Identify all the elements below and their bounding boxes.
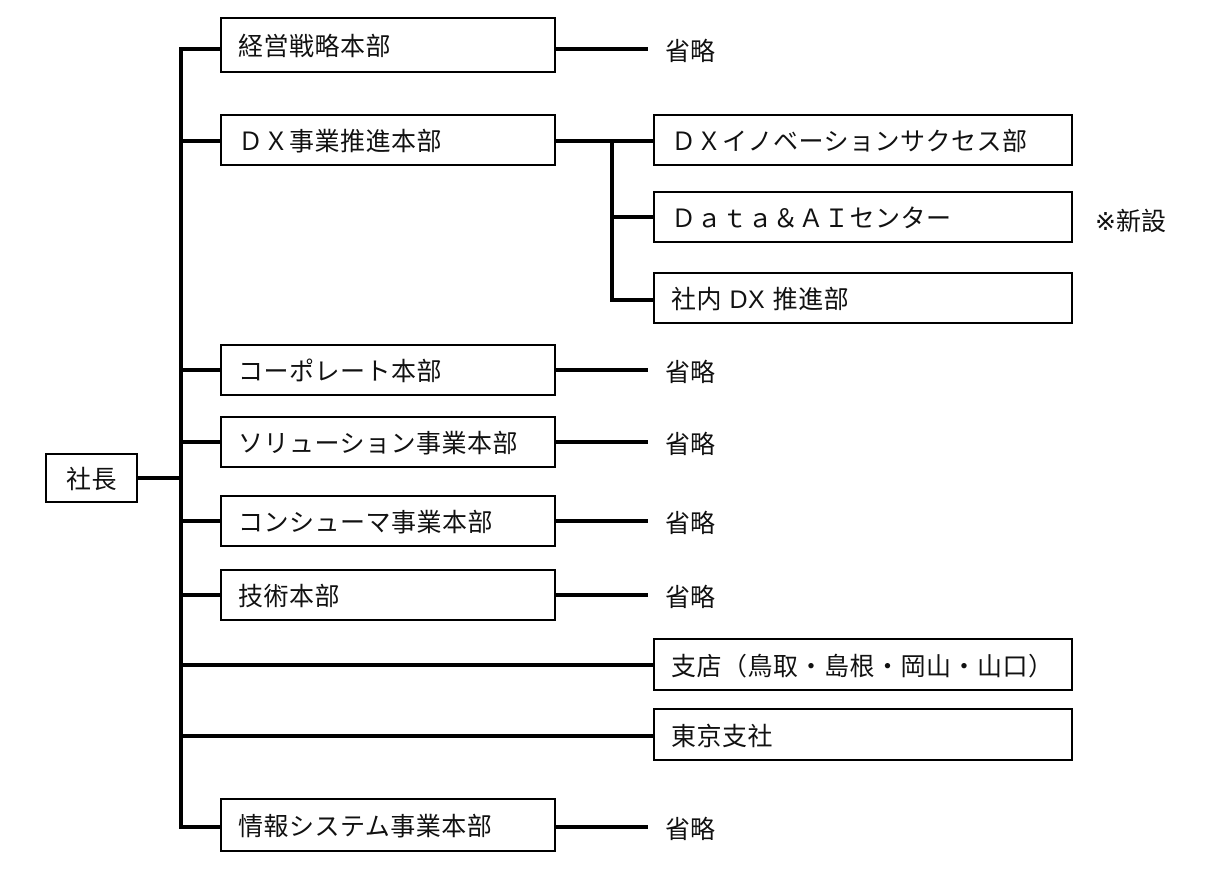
box-president-label: 社長 xyxy=(65,466,117,494)
omit-label-corporate: 省略 xyxy=(665,359,716,387)
box-consumer-jigyou-honbu-label: コンシューマ事業本部 xyxy=(238,509,494,537)
omit-label-solution: 省略 xyxy=(665,431,716,459)
branch-line-keiei xyxy=(179,47,224,51)
omit-label-joho-system: 省略 xyxy=(665,816,716,844)
box-tokyo-shisha-label: 東京支社 xyxy=(671,722,774,751)
dx-sub-line-innovation xyxy=(610,139,655,143)
box-gijutsu-honbu-label: 技術本部 xyxy=(238,583,341,611)
dx-subtree-vertical-line xyxy=(610,139,614,302)
omit-line-consumer xyxy=(554,519,648,523)
omit-line-gijutsu xyxy=(554,593,648,597)
dx-sub-line-data-ai xyxy=(610,215,655,219)
box-dx-innovation-success-bu-label: ＤＸイノベーションサクセス部 xyxy=(671,128,1028,156)
branch-line-dx xyxy=(179,139,224,143)
omit-line-corporate xyxy=(554,368,648,372)
box-consumer-jigyou-honbu[interactable]: コンシューマ事業本部 xyxy=(220,495,556,547)
box-keiei-senryaku-honbu[interactable]: 経営戦略本部 xyxy=(220,17,556,73)
box-solution-jigyou-honbu[interactable]: ソリューション事業本部 xyxy=(220,416,556,468)
box-shanai-dx-suishin-bu[interactable]: 社内 DX 推進部 xyxy=(653,272,1073,324)
box-shiten-label: 支店（鳥取・島根・岡山・山口） xyxy=(671,652,1054,681)
omit-label-keiei: 省略 xyxy=(665,38,716,66)
branch-line-gijutsu xyxy=(179,593,224,597)
dx-subtree-stem-line xyxy=(554,139,614,143)
box-gijutsu-honbu[interactable]: 技術本部 xyxy=(220,569,556,621)
box-shanai-dx-suishin-bu-label: 社内 DX 推進部 xyxy=(671,286,850,314)
box-solution-jigyou-honbu-label: ソリューション事業本部 xyxy=(238,430,519,458)
omit-line-joho-system xyxy=(554,825,648,829)
branch-line-tokyo xyxy=(179,734,657,738)
box-data-ai-center[interactable]: Ｄａｔａ＆ＡＩセンター xyxy=(653,191,1073,243)
box-corporate-honbu-label: コーポレート本部 xyxy=(238,358,443,386)
box-shiten[interactable]: 支店（鳥取・島根・岡山・山口） xyxy=(653,638,1073,691)
omit-label-consumer: 省略 xyxy=(665,510,716,538)
box-tokyo-shisha[interactable]: 東京支社 xyxy=(653,708,1073,761)
box-president[interactable]: 社長 xyxy=(45,453,138,503)
branch-line-solution xyxy=(179,440,224,444)
box-corporate-honbu[interactable]: コーポレート本部 xyxy=(220,344,556,396)
box-data-ai-center-label: Ｄａｔａ＆ＡＩセンター xyxy=(671,205,952,233)
branch-line-consumer xyxy=(179,519,224,523)
omit-line-solution xyxy=(554,440,648,444)
box-joho-system-jigyou-honbu[interactable]: 情報システム事業本部 xyxy=(220,798,556,852)
omit-label-gijutsu: 省略 xyxy=(665,584,716,612)
annotation-shinsetsu: ※新設 xyxy=(1095,208,1166,236)
box-dx-innovation-success-bu[interactable]: ＤＸイノベーションサクセス部 xyxy=(653,114,1073,166)
box-joho-system-jigyou-honbu-label: 情報システム事業本部 xyxy=(238,813,493,841)
box-dx-jigyou-suishin-honbu-label: ＤＸ事業推進本部 xyxy=(238,128,443,156)
trunk-vertical-line xyxy=(179,49,183,829)
box-keiei-senryaku-honbu-label: 経営戦略本部 xyxy=(238,33,392,61)
root-connector-line xyxy=(136,476,183,480)
box-dx-jigyou-suishin-honbu[interactable]: ＤＸ事業推進本部 xyxy=(220,114,556,166)
omit-line-keiei xyxy=(554,47,648,51)
branch-line-corporate xyxy=(179,368,224,372)
branch-line-shiten xyxy=(179,663,657,667)
branch-line-joho-system xyxy=(179,825,224,829)
dx-sub-line-shanai-dx xyxy=(610,298,655,302)
